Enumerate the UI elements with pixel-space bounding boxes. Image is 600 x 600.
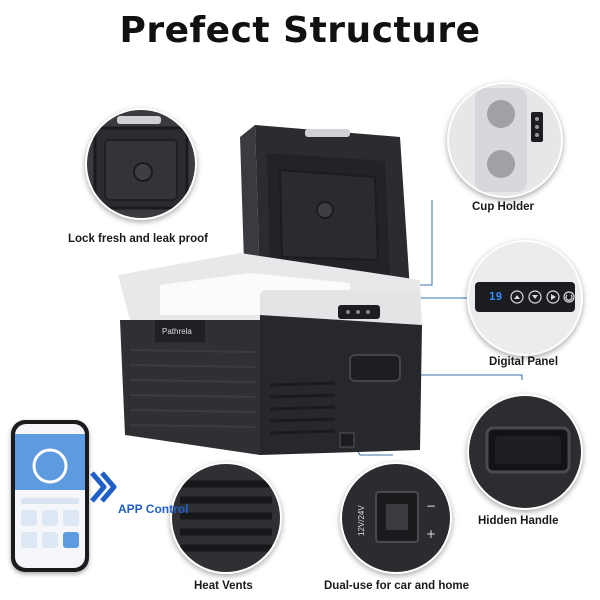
phone-mockup <box>11 420 89 572</box>
handle-closeup <box>467 394 583 510</box>
label-handle: Hidden Handle <box>478 515 559 527</box>
label-lock: Lock fresh and leak proof <box>68 233 208 245</box>
brand-logo: Pathrela <box>162 327 192 336</box>
play-icon <box>551 294 556 300</box>
lid-closeup <box>85 108 197 220</box>
arrow-down-icon <box>532 295 538 299</box>
label-vents: Heat Vents <box>194 580 253 592</box>
digital-panel-closeup: 19 <box>467 240 583 356</box>
vents-closeup <box>170 462 282 574</box>
cup-holder-closeup <box>447 82 563 198</box>
socket-closeup: − + 12V/24V <box>340 462 452 574</box>
label-cup: Cup Holder <box>472 201 534 213</box>
arrow-up-icon <box>514 295 520 299</box>
chevron-right-icon <box>90 471 117 503</box>
label-panel: Digital Panel <box>489 356 559 368</box>
svg-text:−: − <box>426 499 436 513</box>
label-app: APP Control <box>118 502 189 516</box>
svg-text:+: + <box>426 527 436 541</box>
panel-display: 19 <box>489 290 503 303</box>
page-title: Prefect Structure <box>119 10 481 51</box>
cooler-fridge: Pathrela <box>118 125 422 455</box>
power-label: 12V/24V <box>357 505 366 536</box>
app-screen <box>15 424 85 568</box>
power-icon <box>565 294 573 301</box>
label-dual: Dual-use for car and home <box>324 580 470 592</box>
